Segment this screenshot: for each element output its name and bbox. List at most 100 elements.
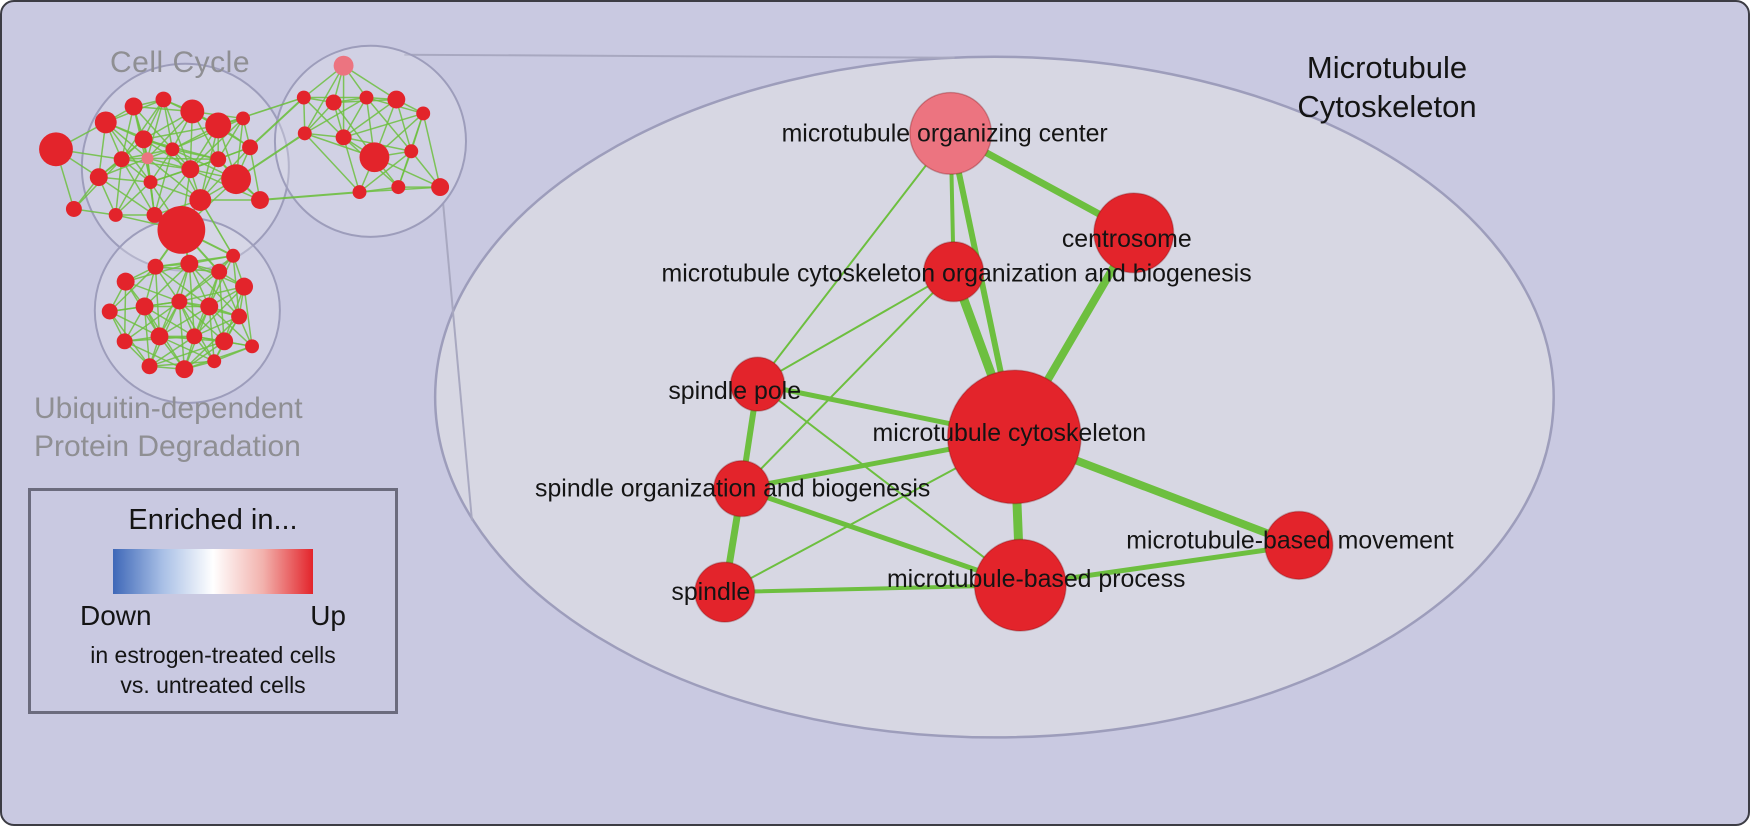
minimap-node	[171, 293, 188, 310]
minimap-edge	[124, 300, 180, 342]
minimap-edge	[147, 157, 201, 201]
minimap-node	[155, 91, 172, 108]
minimap-node	[200, 297, 219, 316]
minimap-cross-edge	[217, 96, 305, 127]
minimap-node	[296, 90, 311, 105]
minimap-edge	[304, 132, 361, 193]
minimap-edge	[343, 98, 397, 138]
minimap-node	[352, 185, 367, 200]
node-spindle_pole	[729, 356, 786, 412]
minimap-node	[210, 151, 227, 168]
node-label-centrosome: centrosome	[1062, 225, 1192, 253]
magnifier-line	[404, 53, 955, 59]
minimap-node	[134, 130, 153, 149]
minimap-node	[157, 206, 206, 254]
node-mt_process	[973, 538, 1067, 632]
node-label-mt_cytoskeleton: microtubule cytoskeleton	[873, 419, 1147, 447]
legend-caption: in estrogen-treated cells vs. untreated …	[31, 640, 395, 700]
minimap-edge	[153, 168, 191, 216]
ubiquitin-cluster-label: Ubiquitin-dependent Protein Degradation	[34, 390, 303, 466]
node-label-spindle_org: spindle organization and biogenesis	[535, 475, 930, 503]
minimap-node	[116, 333, 133, 350]
minimap-edge	[121, 99, 165, 160]
minimap-cluster-microtubule	[273, 44, 467, 238]
minimap-node	[297, 126, 312, 141]
minimap-edge	[162, 99, 192, 170]
minimap-edge	[303, 97, 345, 138]
minimap-node	[226, 248, 241, 263]
minimap-node	[387, 90, 406, 109]
minimap-node	[186, 328, 203, 345]
minimap-node	[150, 327, 169, 346]
minimap-node	[333, 55, 354, 76]
minimap-edge	[109, 266, 157, 313]
minimap-edge	[153, 149, 174, 216]
minimap-edge	[143, 306, 151, 367]
minimap-edge	[208, 305, 253, 347]
legend-down-label: Down	[80, 600, 152, 631]
minimap-edge	[121, 158, 156, 216]
minimap-node	[391, 180, 406, 195]
minimap-edge	[343, 112, 424, 139]
minimap-node	[89, 168, 108, 187]
minimap-node	[65, 201, 82, 217]
minimap-cross-edge	[249, 96, 305, 149]
minimap-node	[108, 207, 123, 222]
minimap-edge	[172, 117, 244, 150]
minimap-edge	[342, 137, 361, 193]
minimap-node	[236, 111, 251, 126]
minimap-node	[141, 152, 154, 165]
minimap-edge	[155, 266, 210, 308]
minimap-edge	[189, 117, 244, 170]
minimap-edge	[146, 99, 165, 159]
node-label-mt_movement: microtubule-based movement	[1126, 526, 1454, 554]
minimap-edge	[120, 106, 135, 160]
minimap-edge	[98, 176, 155, 216]
minimap-node	[416, 106, 431, 121]
edge-mt_process--mt_movement	[1017, 542, 1302, 588]
minimap-node	[113, 151, 130, 168]
minimap-edge	[304, 65, 345, 134]
minimap-edge	[243, 286, 253, 347]
legend-box: Enriched in... Down Up in estrogen-treat…	[28, 488, 398, 714]
minimap-edge	[178, 255, 234, 303]
node-label-spindle_pole: spindle pole	[668, 377, 801, 405]
minimap-edge	[343, 65, 397, 101]
minimap-node	[235, 277, 254, 296]
legend-title: Enriched in...	[128, 504, 298, 536]
minimap-edge	[125, 280, 180, 303]
legend-caption-line2: vs. untreated cells	[120, 672, 306, 698]
minimap-node	[124, 97, 143, 116]
edge-spindle_pole--mt_process	[756, 383, 1022, 587]
node-mcob	[923, 241, 985, 303]
minimap-edge	[179, 285, 245, 303]
node-mt_movement	[1264, 510, 1334, 580]
legend-gradient-bar	[113, 549, 313, 594]
node-moc	[909, 91, 993, 175]
minimap-node	[175, 360, 194, 379]
legend-up-label: Up	[310, 600, 346, 631]
minimap-node	[94, 111, 117, 134]
cell-cycle-cluster-label: Cell Cycle	[110, 46, 251, 79]
minimap-edge	[208, 306, 215, 362]
minimap-node	[135, 297, 154, 316]
minimap-edge	[194, 315, 240, 338]
minimap-node	[181, 160, 200, 179]
minimap-node	[335, 129, 352, 146]
minimap-edge	[133, 105, 173, 150]
ubiquitin-label-line2: Protein Degradation	[34, 430, 301, 463]
minimap-edge	[183, 315, 240, 370]
node-label-mt_process: microtubule-based process	[887, 565, 1185, 593]
node-label-moc: microtubule organizing center	[782, 119, 1108, 147]
minimap-node	[165, 142, 180, 157]
minimap-edge	[159, 335, 215, 362]
node-spindle_org	[713, 460, 771, 518]
edge-mcob--spindle_org	[740, 270, 955, 490]
magnifier-line	[442, 202, 473, 521]
minimap-node	[143, 175, 158, 190]
ubiquitin-label-line1: Ubiquitin-dependent	[34, 392, 303, 425]
minimap-edge	[115, 181, 152, 216]
minimap-edge	[422, 113, 441, 188]
minimap-node	[359, 90, 374, 105]
